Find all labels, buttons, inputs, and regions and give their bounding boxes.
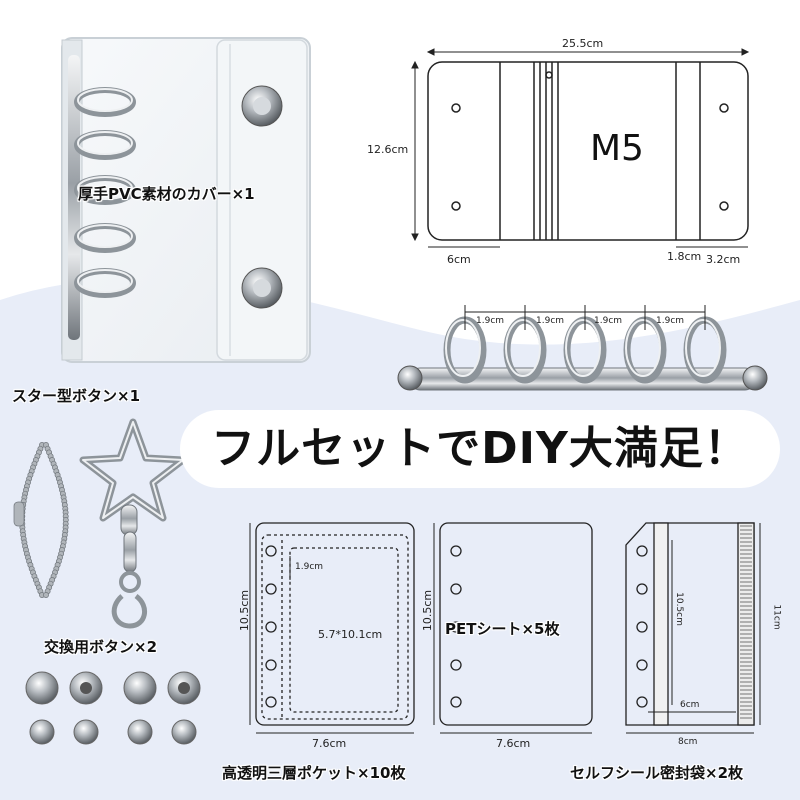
pet-height: 10.5cm	[421, 589, 435, 632]
star-button-label: スター型ボタン×1	[12, 387, 141, 405]
pocket-inner-size: 5.7*10.1cm	[318, 628, 383, 641]
pocket-hole-pitch: 1.9cm	[295, 562, 324, 572]
bag-height: 11cm	[771, 604, 782, 630]
star-keyring-icon	[79, 418, 187, 629]
pet-sheet-label: PETシート×5枚	[445, 620, 560, 638]
ring-spacing: 1.9cm	[656, 316, 685, 326]
ring-spacing: 1.9cm	[594, 316, 623, 326]
zip-bag-diagram	[625, 522, 755, 726]
headline-banner: フルセットでDIY大満足！	[180, 410, 780, 488]
cover-flap-width: 6cm	[447, 253, 471, 266]
headline: フルセットでDIY大満足！	[211, 423, 749, 474]
bag-inner-height: 10.5cm	[673, 592, 684, 626]
bag-inner-width: 6cm	[680, 700, 700, 710]
pocket-width: 7.6cm	[312, 737, 347, 750]
ball-chain	[13, 442, 69, 598]
exchange-button-label: 交換用ボタン×2	[44, 638, 158, 656]
pet-width: 7.6cm	[496, 737, 531, 750]
pocket-height: 10.5cm	[238, 589, 252, 632]
zip-bag-label: セルフシール密封袋×2枚	[570, 764, 744, 782]
bag-width: 8cm	[678, 737, 698, 747]
pocket-label: 高透明三層ポケット×10枚	[222, 764, 406, 782]
cover-height: 12.6cm	[367, 143, 409, 156]
pvc-cover	[61, 37, 311, 363]
cover-label: 厚手PVC素材のカバー×1	[78, 185, 255, 203]
cover-flat-diagram	[427, 61, 749, 241]
ring-spacing: 1.9cm	[536, 316, 565, 326]
cover-spine-width: 1.8cm	[667, 250, 702, 263]
model-name: M5	[590, 128, 644, 169]
pet-sheet-diagram	[439, 522, 593, 726]
ring-spacing: 1.9cm	[476, 316, 505, 326]
cover-width: 25.5cm	[562, 37, 604, 50]
exchange-buttons	[25, 671, 201, 745]
background-wave	[0, 278, 800, 800]
cover-tab-width: 3.2cm	[706, 253, 741, 266]
pocket-diagram	[255, 522, 415, 726]
